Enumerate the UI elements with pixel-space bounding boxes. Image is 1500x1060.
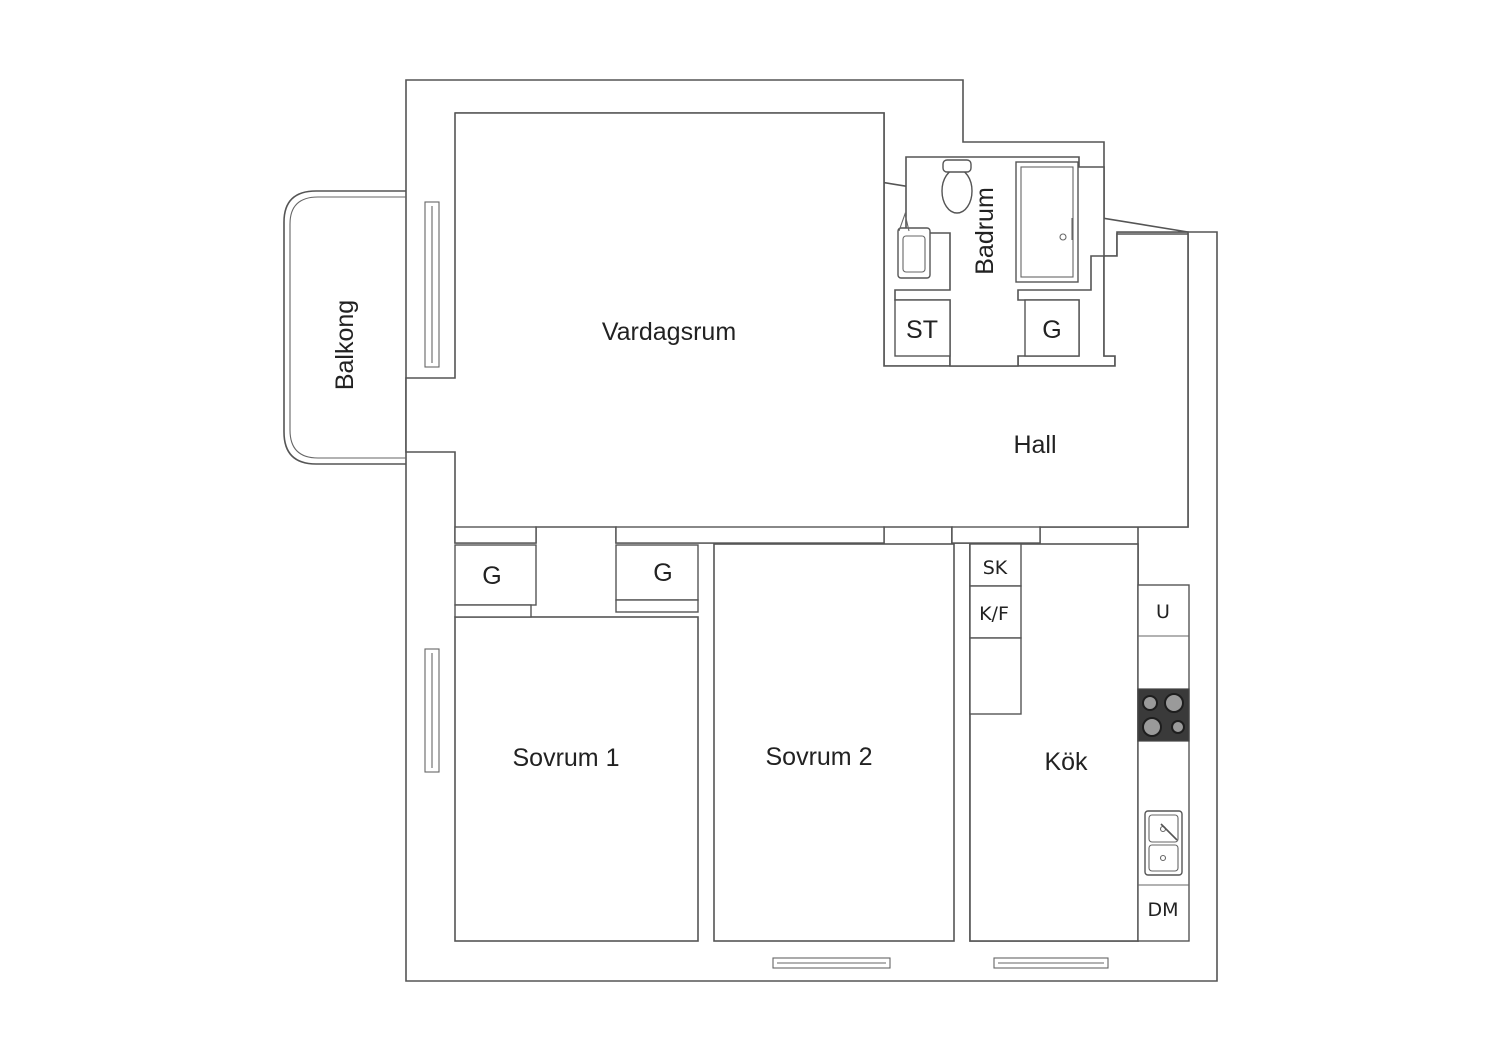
bathtub-drain	[1059, 233, 1067, 241]
label-laundry: ST	[906, 316, 938, 344]
closet-mid-cap	[615, 599, 699, 613]
bathtub	[1015, 161, 1079, 283]
room-label-kitchen: Kök	[1044, 748, 1088, 776]
hob-burner-1	[1142, 695, 1158, 711]
closet-left-cap	[454, 604, 532, 618]
label-oven: U	[1156, 601, 1170, 623]
bedroom1-area	[454, 616, 699, 942]
hob-burner-4	[1171, 720, 1185, 734]
kitchen-left-counter	[969, 637, 1022, 715]
bathtub-inner	[1020, 166, 1074, 278]
sink-drain-2	[1159, 854, 1167, 862]
label-closet-bath: G	[1042, 316, 1061, 344]
room-label-living: Vardagsrum	[602, 318, 736, 346]
basin-tap	[898, 212, 910, 232]
toilet-bowl	[941, 168, 973, 214]
label-fridge-freezer: K/F	[979, 603, 1009, 625]
room-label-hall: Hall	[1013, 431, 1056, 459]
room-label-balcony: Balkong	[331, 300, 359, 390]
label-dishwasher: DM	[1147, 899, 1178, 921]
label-freezer: SK	[983, 557, 1008, 579]
wall-cap-left	[454, 526, 537, 544]
hob-burner-3	[1142, 717, 1162, 737]
sink-basin-1	[1148, 814, 1179, 843]
sink-basin-2	[1148, 844, 1179, 872]
wash-basin-inner	[902, 235, 926, 273]
label-closet-left: G	[482, 562, 501, 590]
label-closet-mid: G	[653, 559, 672, 587]
wash-basin	[897, 227, 931, 279]
balcony-outline-outer	[283, 190, 406, 465]
kitchen-counter	[1137, 584, 1190, 942]
kitchen-sink	[1144, 810, 1183, 876]
room-label-bedroom1: Sovrum 1	[513, 744, 620, 772]
toilet-tank	[942, 159, 972, 173]
sink-faucet	[1160, 823, 1178, 841]
hob-burner-2	[1164, 693, 1184, 713]
room-label-bedroom2: Sovrum 2	[766, 743, 873, 771]
room-label-bathroom: Badrum	[971, 187, 999, 275]
wall-cap-mid	[615, 526, 885, 544]
wall-cap-kitchen	[951, 526, 1041, 544]
laundry-box	[894, 299, 951, 357]
bedroom2-area	[713, 543, 955, 942]
bath-closet-box	[1024, 299, 1080, 357]
balcony-outline-inner	[289, 196, 406, 459]
